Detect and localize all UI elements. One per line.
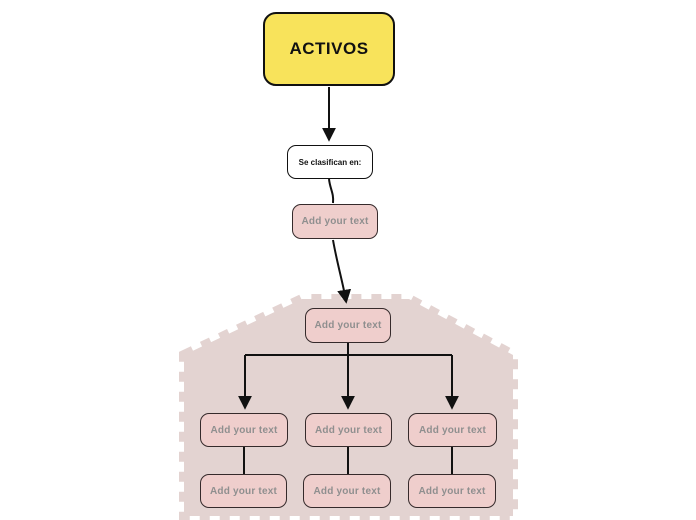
branch-2-top-node[interactable]: Add your text <box>305 413 392 447</box>
connector-classifier-intro <box>328 178 335 204</box>
branch-3-bottom-node[interactable]: Add your text <box>408 474 496 508</box>
branch-2-bottom-node[interactable]: Add your text <box>303 474 391 508</box>
root-node[interactable]: ACTIVOS <box>263 12 395 86</box>
branch-3-top-node[interactable]: Add your text <box>408 413 497 447</box>
branch-1-top-node[interactable]: Add your text <box>200 413 288 447</box>
group-header-node[interactable]: Add your text <box>305 308 391 343</box>
classifier-node[interactable]: Se clasifican en: <box>287 145 373 179</box>
intro-placeholder-node[interactable]: Add your text <box>292 204 378 239</box>
connector-intro-header <box>332 239 352 304</box>
branch-1-bottom-node[interactable]: Add your text <box>200 474 287 508</box>
